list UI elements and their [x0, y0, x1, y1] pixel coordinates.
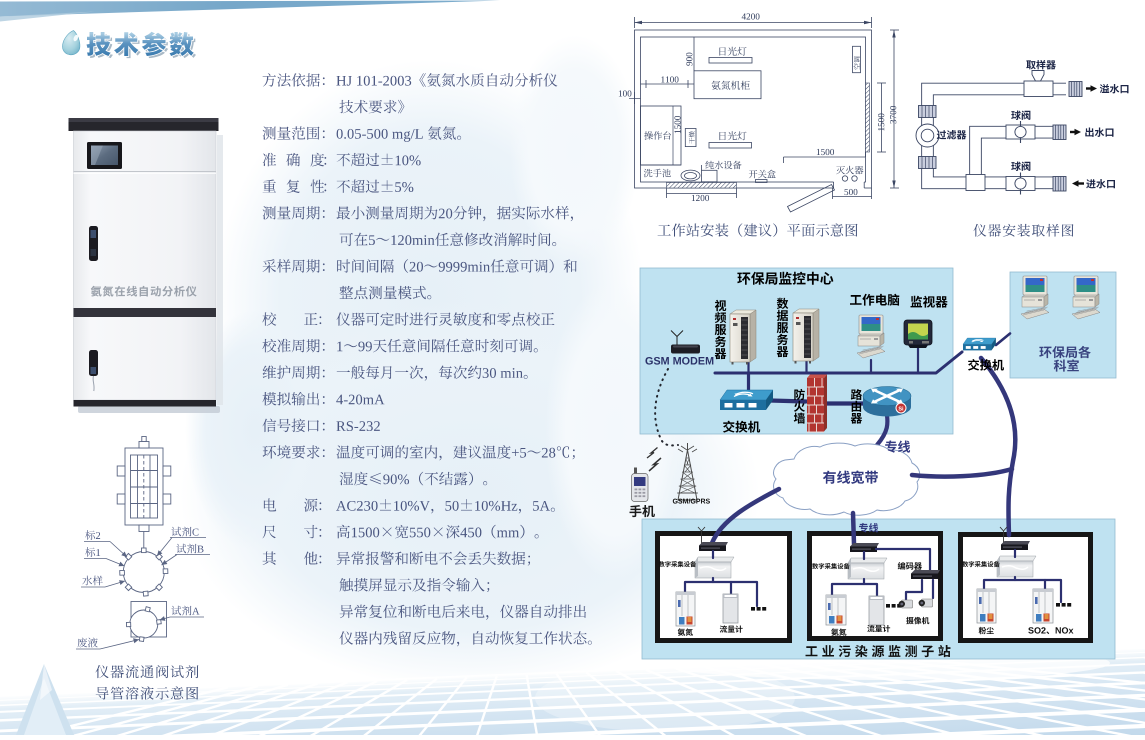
svg-text:Si: Si [898, 406, 904, 412]
